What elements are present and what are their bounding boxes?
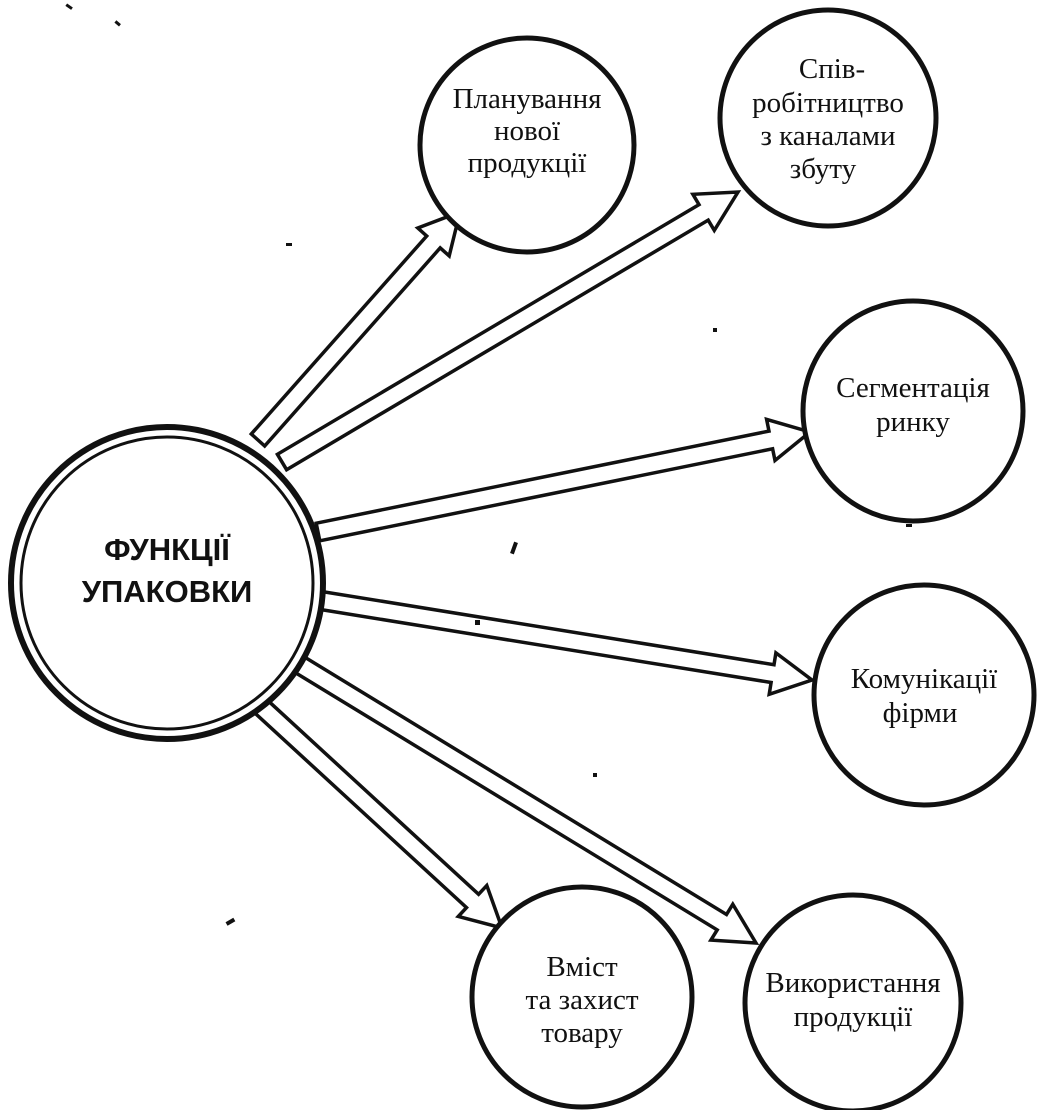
node-cooperation-line-4: збуту — [790, 153, 857, 185]
node-usage-line-1: Використання — [765, 967, 940, 999]
speck — [475, 620, 480, 625]
node-usage: Використання продукції — [742, 892, 964, 1110]
arrow-to-segmentation — [314, 416, 814, 543]
center-inner-ring — [19, 435, 315, 731]
node-segmentation: Сегментація ринку — [800, 298, 1026, 524]
speck — [286, 243, 292, 246]
node-content-line-2: та захист — [525, 984, 638, 1016]
node-planning: Планування нової продукції — [417, 35, 637, 255]
speck — [65, 3, 73, 10]
node-communications-line-1: Комунікації — [851, 663, 997, 695]
speck — [593, 773, 597, 777]
node-communications-line-2: фірми — [883, 697, 958, 729]
center-label-line-2: УПАКОВКИ — [82, 574, 253, 609]
node-cooperation-line-1: Спів- — [799, 53, 865, 85]
node-usage-circle — [742, 892, 964, 1110]
node-content-circle — [469, 884, 695, 1110]
node-segmentation-circle — [800, 298, 1026, 524]
node-cooperation-line-2: робітництво — [752, 87, 904, 119]
node-segmentation-line-2: ринку — [876, 406, 950, 438]
speck — [713, 328, 717, 332]
arrow-to-communications — [314, 589, 816, 697]
scan-specks — [65, 3, 912, 926]
node-content-line-1: Вміст — [546, 951, 618, 983]
node-cooperation-line-3: з каналами — [760, 120, 895, 152]
arrow-to-usage — [284, 649, 760, 945]
speck — [114, 20, 121, 27]
node-usage-line-2: продукції — [794, 1001, 913, 1033]
speck — [225, 917, 236, 926]
center-label-line-1: ФУНКЦІЇ — [104, 532, 231, 567]
node-communications-circle — [811, 582, 1037, 808]
node-planning-line-2: нової — [494, 115, 560, 147]
node-content: Вміст та захист товару — [469, 884, 695, 1110]
node-segmentation-line-1: Сегментація — [836, 372, 990, 404]
node-content-line-3: товару — [541, 1017, 623, 1049]
arrow-to-cooperation — [274, 190, 742, 473]
node-planning-line-3: продукції — [468, 147, 587, 179]
node-cooperation: Спів- робітництво з каналами збуту — [717, 7, 939, 229]
arrow-to-planning — [248, 209, 463, 449]
node-planning-circle — [417, 35, 637, 255]
node-cooperation-circle — [717, 7, 939, 229]
arrow-to-content — [245, 690, 505, 931]
center-node: ФУНКЦІЇ УПАКОВКИ — [8, 424, 326, 742]
speck — [906, 524, 912, 527]
arrows-group — [245, 190, 816, 945]
node-communications: Комунікації фірми — [811, 582, 1037, 808]
speck — [510, 541, 518, 555]
node-planning-line-1: Планування — [453, 83, 602, 115]
